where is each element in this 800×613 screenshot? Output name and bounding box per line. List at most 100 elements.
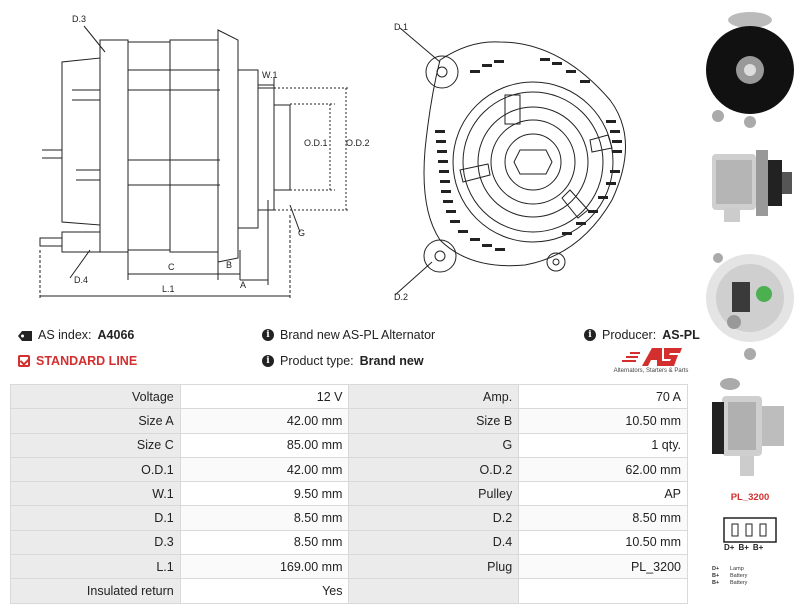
- front-housing: [169, 39, 219, 253]
- spec-label: D.4: [348, 529, 520, 556]
- product-type-label: Product type:: [280, 354, 354, 368]
- spec-value: 42.00 mm: [179, 408, 350, 434]
- product-type-value: Brand new: [359, 354, 424, 368]
- front-flange: [217, 29, 239, 263]
- label-c: C: [168, 262, 175, 272]
- info-icon: i: [262, 355, 274, 367]
- spec-label: G: [348, 432, 520, 458]
- legend-desc: Battery: [730, 580, 748, 586]
- tag-icon: [18, 330, 32, 341]
- pulley-rim: [257, 87, 275, 211]
- info-icon: i: [584, 329, 596, 341]
- spec-label: D.3: [10, 529, 181, 556]
- legend-row: D+ Lamp: [712, 566, 747, 573]
- spec-value: 12 V: [179, 383, 350, 410]
- legend-desc: Battery: [730, 573, 748, 579]
- rear-stud: [42, 149, 62, 159]
- thumbnail-angle-view[interactable]: [704, 372, 796, 482]
- plug-terminal: B+: [738, 543, 749, 552]
- label-od2: O.D.2: [346, 138, 370, 148]
- technical-drawings: D.3 W.1 O.D.1 O.D.2 G D.4 C B A L.1 D.1 …: [0, 0, 700, 320]
- thumbnail-column: [700, 0, 800, 613]
- as-index: AS index: A4066: [18, 328, 134, 342]
- plug-terminal: D+: [724, 543, 735, 552]
- pulley-nut: [513, 149, 553, 175]
- spec-label: [348, 578, 520, 604]
- spec-value: 85.00 mm: [179, 432, 350, 458]
- producer-value: AS-PL: [662, 328, 700, 342]
- spec-value: 62.00 mm: [518, 456, 688, 483]
- spec-value: 9.50 mm: [179, 481, 350, 507]
- spec-label: Size A: [10, 408, 181, 434]
- label-d3: D.3: [72, 14, 86, 24]
- label-l1: L.1: [162, 284, 175, 294]
- label-a: A: [240, 280, 246, 290]
- as-index-value: A4066: [97, 328, 135, 342]
- d1-mount-ear: [425, 55, 459, 89]
- checkbox-icon: [18, 355, 30, 367]
- plug-terminal: B+: [752, 543, 764, 552]
- alternator-drawing-svg: D.3 W.1 O.D.1 O.D.2 G D.4 C B A L.1 D.1 …: [39, 14, 626, 302]
- rear-flange: [99, 39, 129, 253]
- spec-value: [518, 578, 688, 604]
- spec-label: Insulated return: [10, 578, 181, 604]
- producer: i Producer: AS-PL: [584, 328, 700, 342]
- legend-key: D+: [712, 566, 720, 572]
- pulley-hub: [273, 104, 291, 191]
- spec-label: Plug: [348, 554, 520, 580]
- spec-label: W.1: [10, 481, 181, 507]
- spec-label: Pulley: [348, 481, 520, 507]
- legend-key: B+: [712, 573, 720, 579]
- spec-value: AP: [518, 481, 688, 507]
- thumbnail-rear-view[interactable]: [704, 238, 796, 364]
- spec-value: 10.50 mm: [518, 408, 688, 434]
- front-bearing: [237, 69, 259, 229]
- legend-desc: Lamp: [730, 566, 744, 572]
- spec-label: D.2: [348, 505, 520, 531]
- spec-value: 8.50 mm: [179, 529, 350, 556]
- thumbnail-front-view[interactable]: [704, 6, 796, 130]
- label-d2: D.2: [394, 292, 408, 302]
- standard-line-label: STANDARD LINE: [36, 354, 138, 368]
- plug-legend: D+ Lamp B+ Battery B+ Battery: [712, 566, 747, 587]
- label-b: B: [226, 260, 232, 270]
- label-d4: D.4: [74, 275, 88, 285]
- legend-key: B+: [712, 580, 720, 586]
- spec-value: 42.00 mm: [179, 456, 350, 483]
- logo-subtitle: Alternators, Starters & Parts: [613, 368, 689, 374]
- as-pl-logo: [622, 346, 688, 378]
- spec-value: 70 A: [518, 383, 688, 410]
- plug-name: PL_3200: [730, 492, 770, 503]
- spec-label: D.1: [10, 505, 181, 531]
- spec-label: Voltage: [10, 383, 181, 410]
- legend-row: B+ Battery: [712, 580, 747, 587]
- front-outline: [423, 41, 626, 267]
- d2-mount-ear: [423, 239, 457, 273]
- spec-value: 8.50 mm: [518, 505, 688, 531]
- info-icon: i: [262, 329, 274, 341]
- as-index-label: AS index:: [38, 328, 92, 342]
- vent-slots: [435, 58, 622, 251]
- standard-line: STANDARD LINE: [18, 354, 137, 368]
- legend-row: B+ Battery: [712, 573, 747, 580]
- d4-mount: [39, 237, 63, 247]
- rear-housing: [61, 57, 101, 226]
- spec-value: 8.50 mm: [179, 505, 350, 531]
- thumbnail-side-view[interactable]: [704, 142, 796, 226]
- spec-label: Size C: [10, 432, 181, 458]
- stator-section: [127, 41, 171, 251]
- plug-terminals: D+ B+ B+: [724, 543, 763, 552]
- plug-diagram: [723, 517, 777, 543]
- brand-new-line: i Brand new AS-PL Alternator: [262, 328, 435, 342]
